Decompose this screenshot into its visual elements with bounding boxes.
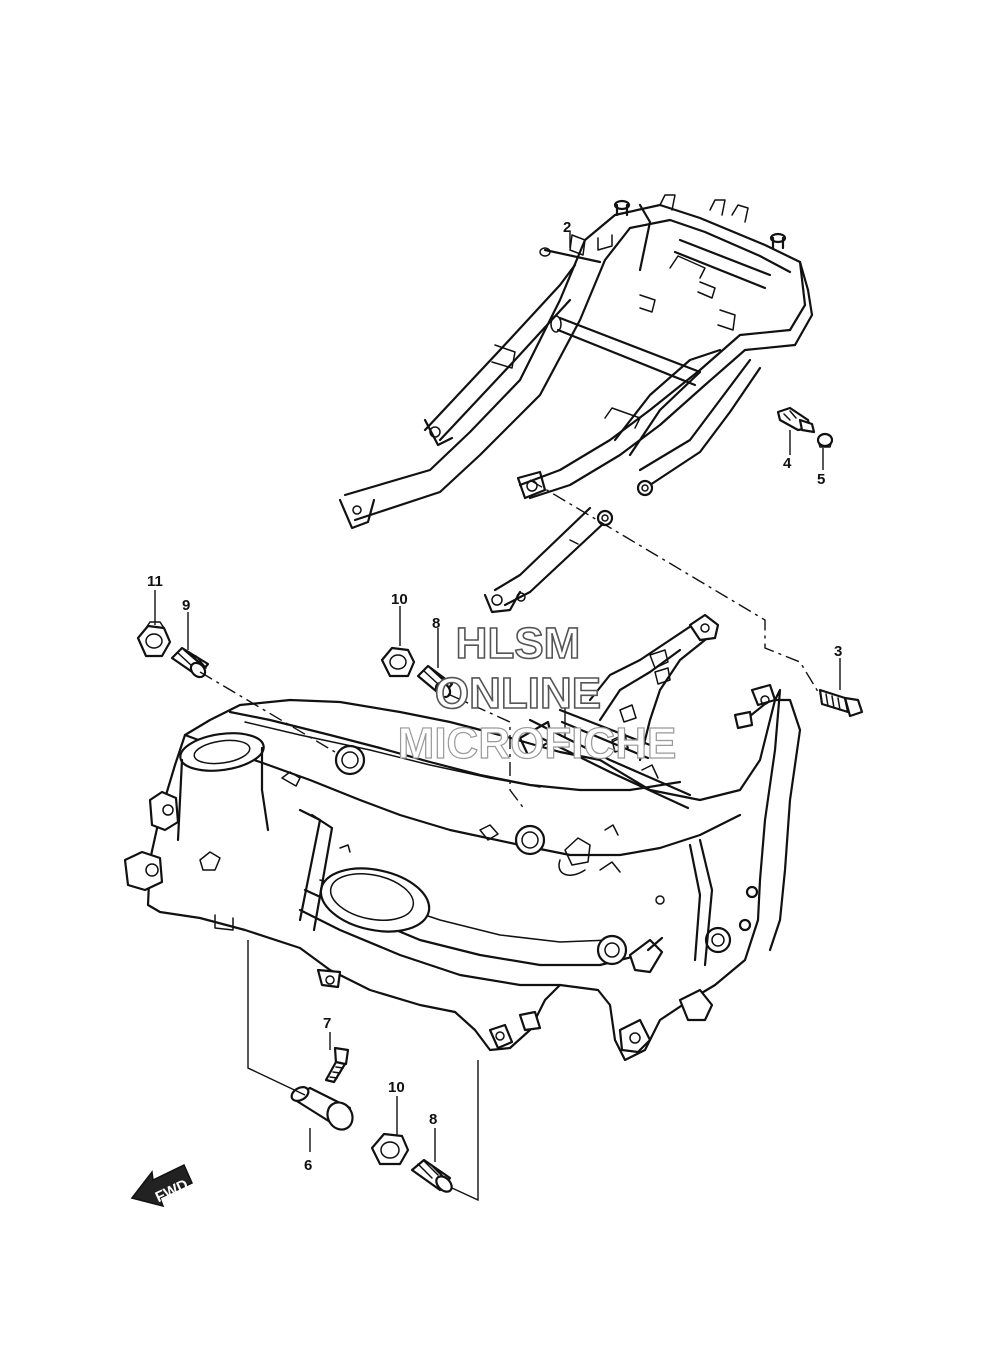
callout-8-lower: 8 bbox=[429, 1111, 437, 1128]
part-7-bolt bbox=[324, 1046, 350, 1084]
callout-5: 5 bbox=[817, 471, 825, 488]
callout-7: 7 bbox=[323, 1015, 331, 1032]
callout-4: 4 bbox=[783, 455, 792, 472]
callout-9: 9 bbox=[182, 597, 190, 614]
watermark-line-2: ONLINE bbox=[435, 669, 601, 718]
callout-3: 3 bbox=[834, 643, 842, 660]
part-9-adjuster bbox=[170, 646, 210, 679]
watermark-line-1: HLSM bbox=[456, 619, 581, 668]
callout-labels: 2 3 4 5 6 7 8 8 9 10 10 11 bbox=[147, 219, 842, 1174]
watermark-line-3: MICROFICHE bbox=[398, 719, 677, 768]
callout-11: 11 bbox=[147, 573, 163, 590]
part-11-nut bbox=[136, 621, 172, 658]
callout-6: 6 bbox=[304, 1157, 312, 1174]
fwd-arrow-icon bbox=[130, 1163, 193, 1208]
watermark: HLSM ONLINE MICROFICHE bbox=[397, 618, 677, 768]
seat-rail-subframe bbox=[338, 194, 814, 614]
callout-8-upper: 8 bbox=[432, 615, 440, 632]
main-frame bbox=[123, 613, 802, 1062]
part-5-cap bbox=[816, 432, 834, 448]
part-8-adjuster-lower bbox=[410, 1158, 453, 1193]
callout-10-lower: 10 bbox=[388, 1079, 405, 1096]
callout-2: 2 bbox=[563, 219, 571, 236]
part-6-collar bbox=[290, 1086, 354, 1131]
callout-10-upper: 10 bbox=[391, 591, 408, 608]
part-4-bolt bbox=[776, 406, 816, 434]
part-8-adjuster-upper bbox=[416, 664, 454, 699]
part-3-bolt bbox=[818, 688, 864, 718]
part-10-nut-upper bbox=[380, 646, 416, 678]
leader-lines bbox=[154, 232, 841, 1202]
part-10-nut-lower bbox=[370, 1132, 410, 1166]
forward-arrow: FWD bbox=[130, 1163, 193, 1208]
